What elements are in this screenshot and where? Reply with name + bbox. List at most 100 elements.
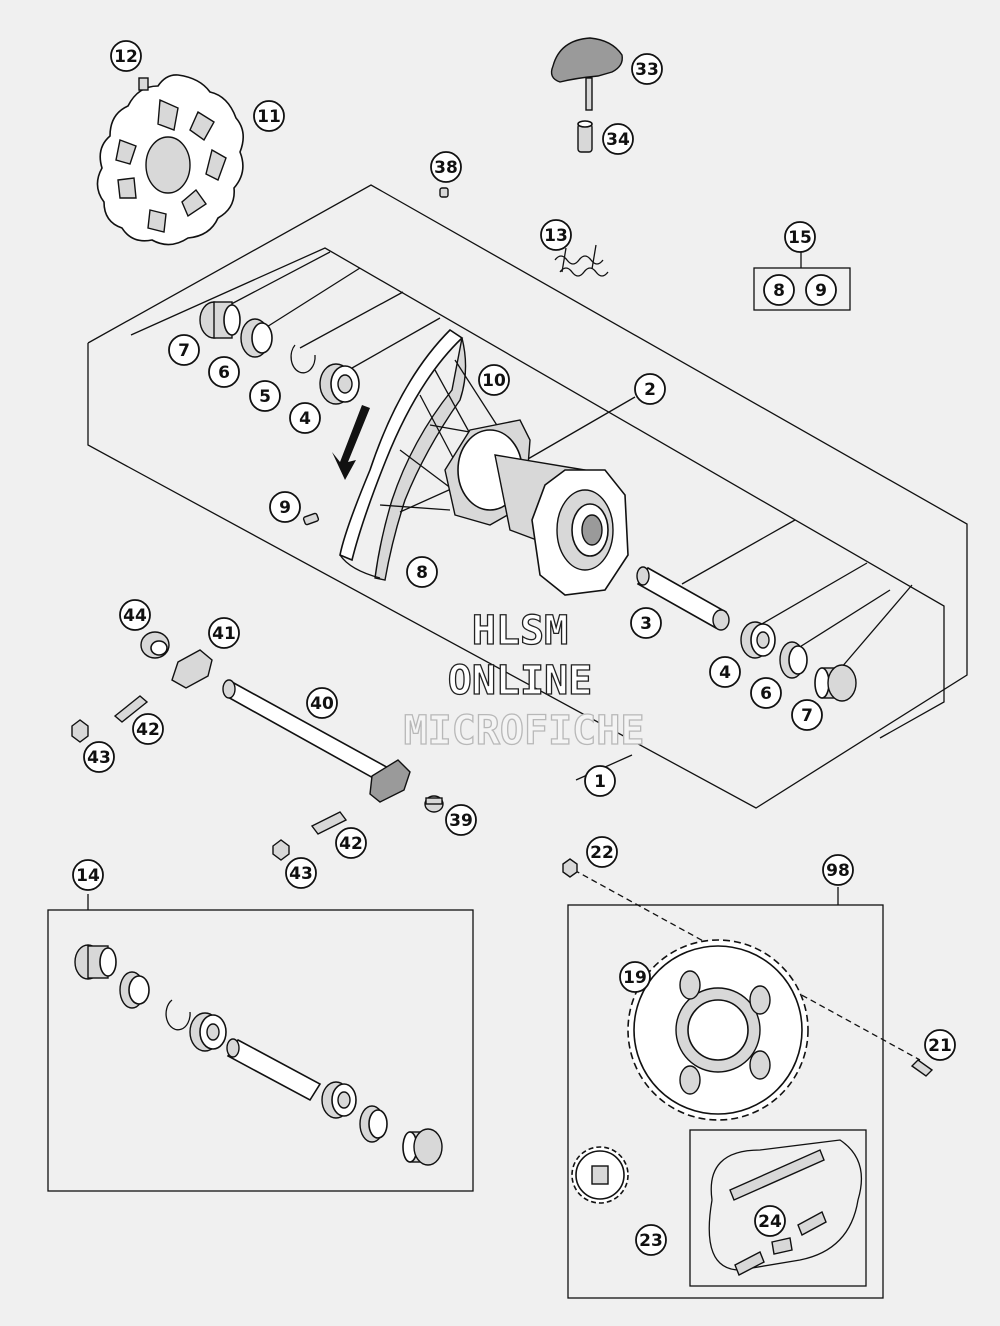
callout-number: 39 [449, 811, 473, 831]
callout-circle [253, 100, 285, 132]
callout-c10: 10 [478, 364, 510, 396]
chain-adjuster-right [369, 759, 411, 803]
callout-number: 10 [482, 371, 506, 391]
callout-number: 12 [114, 47, 138, 67]
callout-c1: 1 [584, 765, 616, 797]
callout-number: 15 [788, 228, 812, 248]
callout-c44: 44 [119, 599, 151, 631]
spacer-bushing-right [814, 664, 857, 702]
drive-chain [708, 1139, 862, 1276]
callout-c33: 33 [631, 53, 663, 85]
callout-circle [763, 274, 795, 306]
spacer-bushing [199, 301, 241, 339]
callout-number: 1 [594, 772, 606, 792]
callout-circle [249, 380, 281, 412]
ball-bearing-right [740, 621, 776, 659]
callout-c6b: 6 [750, 677, 782, 709]
callout-c12: 12 [110, 40, 142, 72]
callout-circle [289, 402, 321, 434]
callout-circle [619, 961, 651, 993]
brake-disc [96, 74, 244, 246]
leader-line [794, 589, 891, 651]
callout-number: 38 [434, 158, 458, 178]
callout-number: 24 [758, 1212, 782, 1232]
callout-number: 43 [289, 864, 313, 884]
rear-sprocket [627, 939, 809, 1121]
hex-nut [71, 719, 89, 743]
callout-circle [754, 1205, 786, 1237]
callout-number: 34 [606, 130, 630, 150]
callout-c42b: 42 [335, 827, 367, 859]
callout-number: 7 [178, 341, 190, 361]
callout-circle [634, 373, 666, 405]
callout-c4b: 4 [709, 656, 741, 688]
callout-circle [208, 617, 240, 649]
callout-c5: 5 [249, 380, 281, 412]
callout-circle [445, 804, 477, 836]
leader-line [344, 317, 441, 373]
watermark-line-3: MICROFICHE [404, 708, 645, 754]
leader-line [759, 562, 868, 626]
kit-shaft-seal [119, 971, 150, 1009]
callout-c14: 14 [72, 859, 104, 891]
callout-c8: 8 [406, 556, 438, 588]
adjusting-screw [113, 695, 149, 723]
wheel-hub [444, 419, 629, 596]
seat-part [550, 37, 623, 111]
callout-c39: 39 [445, 804, 477, 836]
callout-c22: 22 [586, 836, 618, 868]
leader-line [834, 584, 913, 676]
chain-master-link [771, 1237, 793, 1255]
hex-nut-lower [272, 839, 290, 861]
callout-circle [335, 827, 367, 859]
callout-c41: 41 [208, 617, 240, 649]
sprocket-bolt [910, 1059, 934, 1077]
callout-circle [132, 713, 164, 745]
callout-circle [72, 859, 104, 891]
callout-c6a: 6 [208, 356, 240, 388]
callout-number: 6 [760, 684, 772, 704]
leader-line [219, 251, 331, 311]
spoke-nipple [302, 512, 320, 526]
inner-exploded-outline [130, 247, 945, 739]
callout-circle [630, 607, 662, 639]
callout-c23: 23 [635, 1224, 667, 1256]
watermark-line-2: ONLINE [448, 658, 593, 704]
callout-c15a: 8 [763, 274, 795, 306]
callout-circle [631, 53, 663, 85]
callout-circle [306, 687, 338, 719]
axle-nut [424, 795, 444, 813]
callout-number: 2 [644, 380, 656, 400]
valve-cap [439, 187, 449, 198]
callout-c7a: 7 [168, 334, 200, 366]
brake-disc-bolt [138, 77, 149, 91]
callout-circle [168, 334, 200, 366]
kit-ball-bearing-right [321, 1081, 357, 1119]
spoke-set [554, 244, 609, 277]
watermark-line-1: HLSM [472, 608, 568, 654]
callout-c40: 40 [306, 687, 338, 719]
callout-number: 21 [928, 1036, 952, 1056]
callout-circle [285, 857, 317, 889]
leader-line [261, 267, 361, 331]
callout-number: 42 [136, 720, 160, 740]
callout-number: 4 [299, 409, 311, 429]
callout-circle [791, 699, 823, 731]
callout-number: 11 [257, 107, 281, 127]
callout-circle [784, 221, 816, 253]
callout-circle [750, 677, 782, 709]
callout-number: 9 [815, 281, 827, 301]
kit-shaft-seal-right [359, 1105, 388, 1143]
callout-c4a: 4 [289, 402, 321, 434]
callout-circle [478, 364, 510, 396]
callout-c34: 34 [602, 123, 634, 155]
callout-circle [586, 836, 618, 868]
callout-c21: 21 [924, 1029, 956, 1061]
ball-bearing [319, 363, 360, 405]
kit-distance-sleeve [226, 1038, 322, 1102]
wheel-axle [222, 679, 394, 786]
callout-circle [406, 556, 438, 588]
callout-circle [602, 123, 634, 155]
